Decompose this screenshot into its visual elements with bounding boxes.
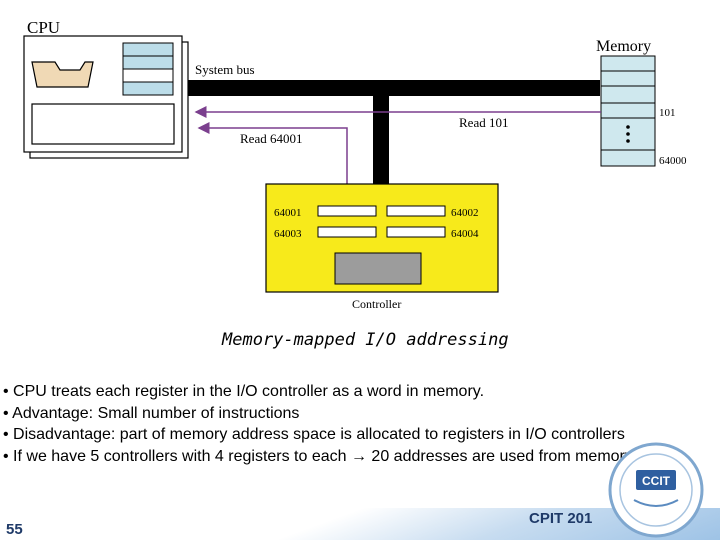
memory-label: Memory xyxy=(596,38,651,55)
cpu-register xyxy=(122,81,174,96)
system-bus xyxy=(188,80,600,96)
register-64004 xyxy=(386,226,446,238)
bus-to-controller xyxy=(373,96,389,184)
cpu-register xyxy=(122,55,174,70)
system-bus-label: System bus xyxy=(195,62,255,77)
controller-logic-block xyxy=(334,252,422,285)
diagram-caption: Memory-mapped I/O addressing xyxy=(222,330,509,350)
cpu-register-stack xyxy=(122,42,174,96)
controller-label: Controller xyxy=(352,297,401,311)
footer-gradient-bar xyxy=(0,508,720,540)
memory-address-101: 101 xyxy=(659,107,676,119)
control-unit-box xyxy=(31,103,175,145)
seal-text: CCIT xyxy=(642,474,671,488)
page-number: 55 xyxy=(6,521,23,538)
cpu-register xyxy=(122,68,174,83)
cpu-register xyxy=(122,42,174,57)
read-64001-label: Read 64001 xyxy=(240,131,302,146)
register-64003 xyxy=(317,226,377,238)
controller-block: 64001 64002 64003 64004 xyxy=(265,183,499,293)
bullet-item: • If we have 5 controllers with 4 regist… xyxy=(3,447,633,465)
memory-address-64000: 64000 xyxy=(659,155,687,167)
register-label-64004: 64004 xyxy=(451,228,479,240)
register-label-64001: 64001 xyxy=(274,207,302,219)
register-label-64003: 64003 xyxy=(274,228,302,240)
course-code: CPIT 201 xyxy=(529,510,593,527)
university-seal-icon: CCIT xyxy=(608,442,704,538)
memory-array xyxy=(600,55,656,167)
register-label-64002: 64002 xyxy=(451,207,479,219)
register-64002 xyxy=(386,205,446,217)
bullet-item: • Advantage: Small number of instruction… xyxy=(3,404,300,422)
alu-shape xyxy=(31,61,94,88)
read-101-label: Read 101 xyxy=(459,115,508,130)
bullet-list: • CPU treats each register in the I/O co… xyxy=(3,381,653,467)
ellipsis-dot xyxy=(626,132,630,136)
ellipsis-dot xyxy=(626,139,630,143)
memory-block: Memory 101 64000 xyxy=(596,38,687,167)
cpu-block: CPU xyxy=(23,18,189,159)
memory-mapped-io-diagram: CPU System bus Memory 101 64000 Read 101 xyxy=(23,18,687,311)
ellipsis-dot xyxy=(626,125,630,129)
register-64001 xyxy=(317,205,377,217)
bullet-item: • CPU treats each register in the I/O co… xyxy=(3,383,485,400)
cpu-label: CPU xyxy=(27,18,60,37)
bullet-item: • Disadvantage: part of memory address s… xyxy=(3,426,625,443)
